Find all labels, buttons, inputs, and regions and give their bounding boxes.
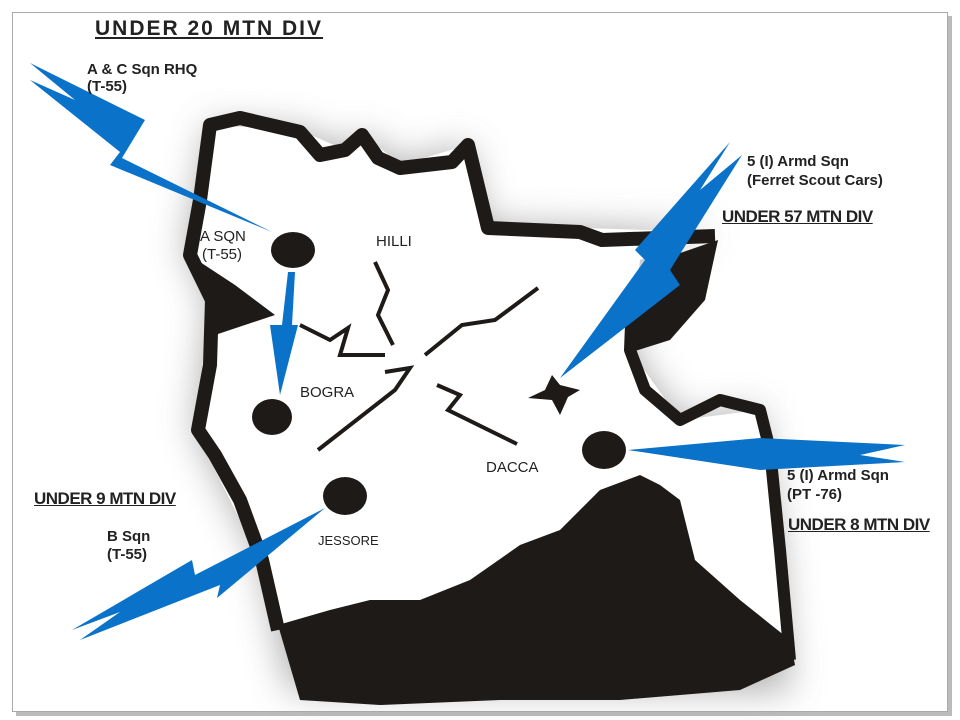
river (299, 323, 385, 357)
city-a-sqn-marker[interactable] (271, 232, 315, 268)
b-sqn-command: UNDER 9 MTN DIV (34, 489, 176, 508)
city-jessore-marker[interactable] (323, 477, 367, 515)
place-dacca: DACCA (486, 459, 539, 476)
armd-57-command: UNDER 57 MTN DIV (722, 207, 873, 226)
city-dacca-marker[interactable] (582, 431, 626, 469)
place-hilli: HILLI (376, 233, 412, 250)
armd-57-type: (Ferret Scout Cars) (747, 172, 883, 189)
page-title: UNDER 20 MTN DIV (95, 17, 324, 40)
rivers (299, 261, 540, 452)
armd-8-label: 5 (I) Armd Sqn (787, 467, 889, 484)
city-bogra-marker[interactable] (252, 399, 292, 435)
b-sqn-type: (T-55) (107, 546, 148, 563)
ac-sqn-label: A & C Sqn RHQ (87, 61, 198, 78)
arrows (30, 63, 905, 640)
arrow-a-to-bogra (270, 272, 298, 395)
river (423, 286, 540, 357)
arrow-ac-sqn (30, 63, 272, 232)
river (316, 365, 415, 452)
place-jessore: JESSORE (318, 533, 379, 548)
b-sqn-label: B Sqn (107, 528, 151, 545)
map-border (183, 111, 716, 632)
south-delta (278, 475, 795, 705)
armd-8-type: (PT -76) (787, 486, 843, 503)
river (436, 383, 518, 446)
a-sqn-label: A SQN (200, 228, 246, 245)
star-marker[interactable] (528, 375, 580, 415)
a-sqn-type: (T-55) (202, 246, 243, 263)
north-west-region (186, 255, 275, 335)
river (373, 261, 395, 346)
arrow-9-div (72, 508, 325, 640)
armd-57-label: 5 (I) Armd Sqn (747, 153, 849, 170)
place-bogra: BOGRA (300, 384, 355, 401)
ac-sqn-type: (T-55) (87, 78, 128, 95)
arrow-8-div (628, 438, 905, 470)
arrow-57-div (560, 142, 742, 378)
armd-8-command: UNDER 8 MTN DIV (788, 515, 930, 534)
map-border-east (624, 299, 796, 661)
